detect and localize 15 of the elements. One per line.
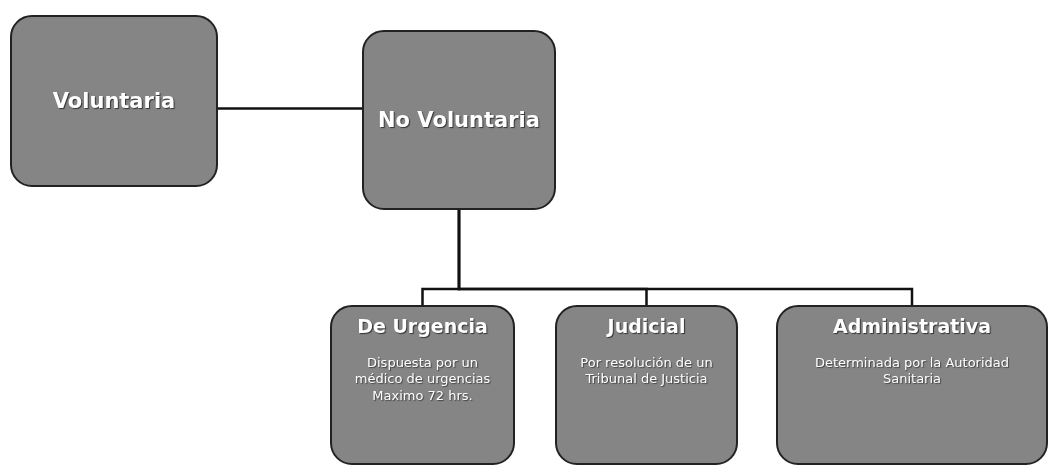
box-description: Por resolución de un Tribunal de Justicia <box>579 355 714 388</box>
category-box <box>555 305 738 465</box>
category-box <box>362 30 556 210</box>
category-box <box>776 305 1048 465</box>
box-title: Administrativa <box>832 315 991 337</box>
box-description: Dispuesta por un médico de urgencias Maximo 72 hrs. <box>353 355 492 404</box>
box-title: Voluntaria <box>52 89 176 113</box>
category-box <box>10 15 218 187</box>
connector-line <box>457 210 914 305</box>
box-title: No Voluntaria <box>378 108 540 132</box>
category-box <box>330 305 515 465</box>
box-description: Determinada por la Autoridad Sanitaria <box>813 355 1011 388</box>
box-title: Judicial <box>607 315 686 337</box>
box-title: De Urgencia <box>357 315 488 337</box>
connector-line <box>218 107 362 110</box>
